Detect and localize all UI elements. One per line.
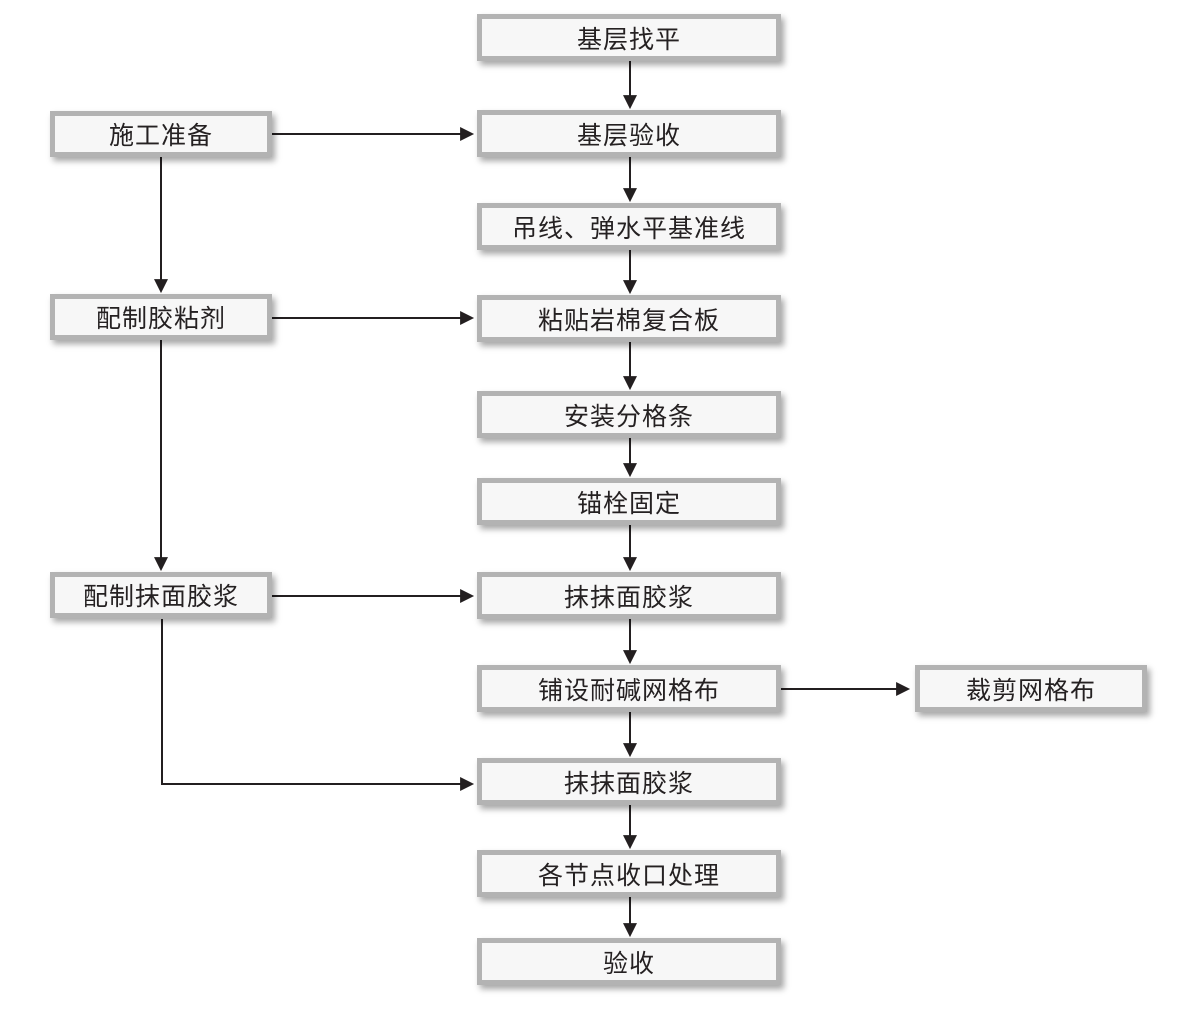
node-hang-line-datum: 吊线、弹水平基准线 [477, 203, 781, 250]
node-prepare-adhesive: 配制胶粘剂 [50, 294, 272, 340]
node-label: 配制抹面胶浆 [82, 583, 239, 611]
arrow-finish-mortar-mix-to-mortar-2 [161, 619, 475, 791]
node-label: 抹抹面胶浆 [563, 769, 694, 798]
node-label: 裁剪网格布 [965, 676, 1096, 705]
node-base-acceptance: 基层验收 [477, 110, 781, 157]
node-anchor-bolt-fixing: 锚栓固定 [477, 478, 781, 525]
node-label: 锚栓固定 [576, 489, 681, 518]
node-label: 吊线、弹水平基准线 [511, 214, 746, 243]
node-paste-rockwool-board: 粘贴岩棉复合板 [477, 295, 781, 342]
node-prepare-finish-mortar: 配制抹面胶浆 [50, 572, 272, 618]
node-final-acceptance: 验收 [477, 938, 781, 985]
node-label: 基层验收 [576, 121, 681, 150]
node-label: 各节点收口处理 [537, 861, 720, 890]
node-label: 施工准备 [108, 122, 213, 150]
node-label: 配制胶粘剂 [95, 305, 226, 333]
node-label: 抹抹面胶浆 [563, 583, 694, 612]
node-label: 铺设耐碱网格布 [537, 676, 720, 705]
node-install-dividing-strips: 安装分格条 [477, 391, 781, 438]
node-lay-alkali-mesh: 铺设耐碱网格布 [477, 665, 781, 712]
node-label: 基层找平 [576, 25, 681, 54]
node-label: 粘贴岩棉复合板 [537, 306, 720, 335]
node-joint-finishing: 各节点收口处理 [477, 850, 781, 897]
node-label: 安装分格条 [563, 402, 694, 431]
node-label: 验收 [602, 949, 655, 978]
node-base-leveling: 基层找平 [477, 14, 781, 61]
node-apply-finish-mortar-2: 抹抹面胶浆 [477, 758, 781, 805]
node-cut-mesh-cloth: 裁剪网格布 [915, 665, 1147, 712]
node-apply-finish-mortar-1: 抹抹面胶浆 [477, 572, 781, 619]
node-construction-prep: 施工准备 [50, 111, 272, 157]
